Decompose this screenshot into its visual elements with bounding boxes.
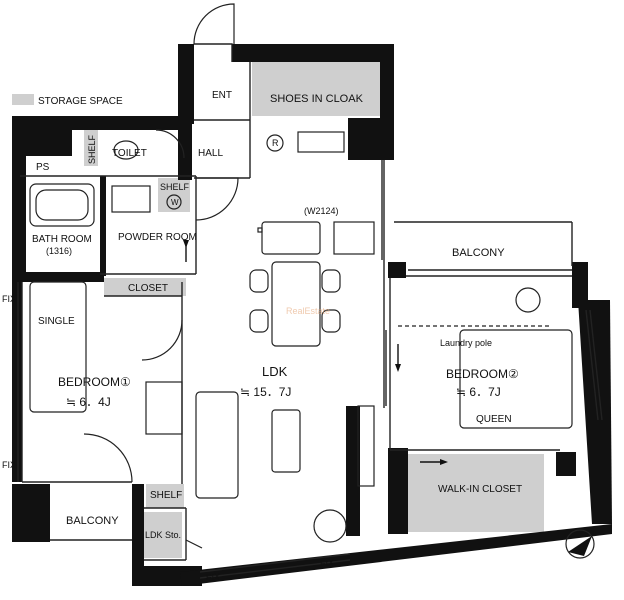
walk-in-closet-label: WALK-IN CLOSET xyxy=(438,484,522,495)
hall-door-swing xyxy=(195,177,239,221)
closet-area xyxy=(104,278,186,296)
tv-board xyxy=(357,405,375,487)
bedroom2-size: ≒ 6．7J xyxy=(456,385,501,399)
fix-label-bottom-right: FIX xyxy=(320,558,334,568)
toilet-shelf-label: SHELF xyxy=(87,134,97,164)
tap xyxy=(257,227,263,233)
ldk-storage-area xyxy=(142,512,182,558)
kitchen-width-label: (W2124) xyxy=(304,206,339,216)
counter-top xyxy=(297,131,345,153)
bedroom1-size: ≒ 6．4J xyxy=(66,395,111,409)
shoes-in-cloak-area xyxy=(252,62,386,116)
refrigerator-label: R xyxy=(272,138,279,148)
refrigerator-circle xyxy=(266,134,284,152)
watermark-text: RealEstate xyxy=(286,306,330,316)
single-bed-label: SINGLE xyxy=(38,316,75,327)
fix-label-bottom-left: FIX xyxy=(206,572,220,582)
bedroom1-door-swing xyxy=(141,319,183,361)
washer-circle xyxy=(166,194,182,210)
coffee-table xyxy=(271,409,301,473)
cooktop xyxy=(333,221,375,255)
toilet-label: TOILET xyxy=(112,148,147,159)
dining-table xyxy=(271,261,321,347)
arrow-closet xyxy=(440,459,448,465)
ldk-label: LDK xyxy=(262,364,288,379)
bath-room-label: BATH ROOM xyxy=(32,234,92,245)
entrance-label: ENT xyxy=(212,90,232,101)
closet-label: CLOSET xyxy=(128,283,168,294)
storage-legend-label: STORAGE SPACE xyxy=(38,96,123,107)
bathtub-inner xyxy=(35,189,89,221)
arrow-bedroom2 xyxy=(395,364,401,372)
desk xyxy=(145,381,183,435)
queen-bed-label: QUEEN xyxy=(476,414,512,425)
bath-size-label: (1316) xyxy=(46,246,72,256)
powder-room-label: POWDER ROOM xyxy=(118,232,197,243)
door-swings xyxy=(83,3,239,549)
laundry-pole-label: Laundry pole xyxy=(440,338,492,348)
fix-label-left-top: FIX xyxy=(2,294,16,304)
bedroom1-label: BEDROOM① xyxy=(58,375,131,389)
balcony-right-label: BALCONY xyxy=(452,247,505,259)
balcony-left-label: BALCONY xyxy=(66,515,119,527)
shoes-in-cloak-label: SHOES IN CLOAK xyxy=(270,93,364,105)
storage-legend-swatch xyxy=(12,94,34,105)
single-bed xyxy=(29,281,87,413)
ldk-size: ≒ 15．7J xyxy=(240,385,291,399)
bedroom-shelf-label: SHELF xyxy=(150,490,182,501)
balcony-door-swing xyxy=(83,433,133,483)
entrance-door-swing xyxy=(193,3,235,45)
fixtures xyxy=(29,131,573,543)
interior-lines xyxy=(17,43,603,579)
umbrella-plant xyxy=(313,509,347,543)
sto-door-swing xyxy=(185,539,203,549)
arrows xyxy=(183,240,448,465)
walk-in-closet-area xyxy=(392,454,544,532)
sofa xyxy=(195,391,239,499)
powder-sink xyxy=(111,185,151,213)
hall-label: HALL xyxy=(198,148,223,159)
north-arrow-icon xyxy=(565,529,595,559)
fix-label-left-bottom: FIX xyxy=(2,460,16,470)
toilet-door-swing xyxy=(155,129,185,159)
bedroom2-label: BEDROOM② xyxy=(446,367,519,381)
toilet-shelf-area xyxy=(84,130,98,166)
powder-shelf-label: SHELF xyxy=(160,182,190,192)
walls xyxy=(12,44,612,586)
bathtub xyxy=(29,183,95,227)
queen-bed xyxy=(459,329,573,429)
toilet-bowl xyxy=(113,140,139,160)
ps-label: PS xyxy=(36,162,50,173)
washer-label: W xyxy=(171,198,179,207)
ldk-storage-label: LDK Sto. xyxy=(145,530,181,540)
kitchen-sink xyxy=(261,221,321,255)
bedroom-shelf-area xyxy=(146,484,184,508)
plant-right xyxy=(515,287,541,313)
dining-chairs xyxy=(249,269,341,333)
